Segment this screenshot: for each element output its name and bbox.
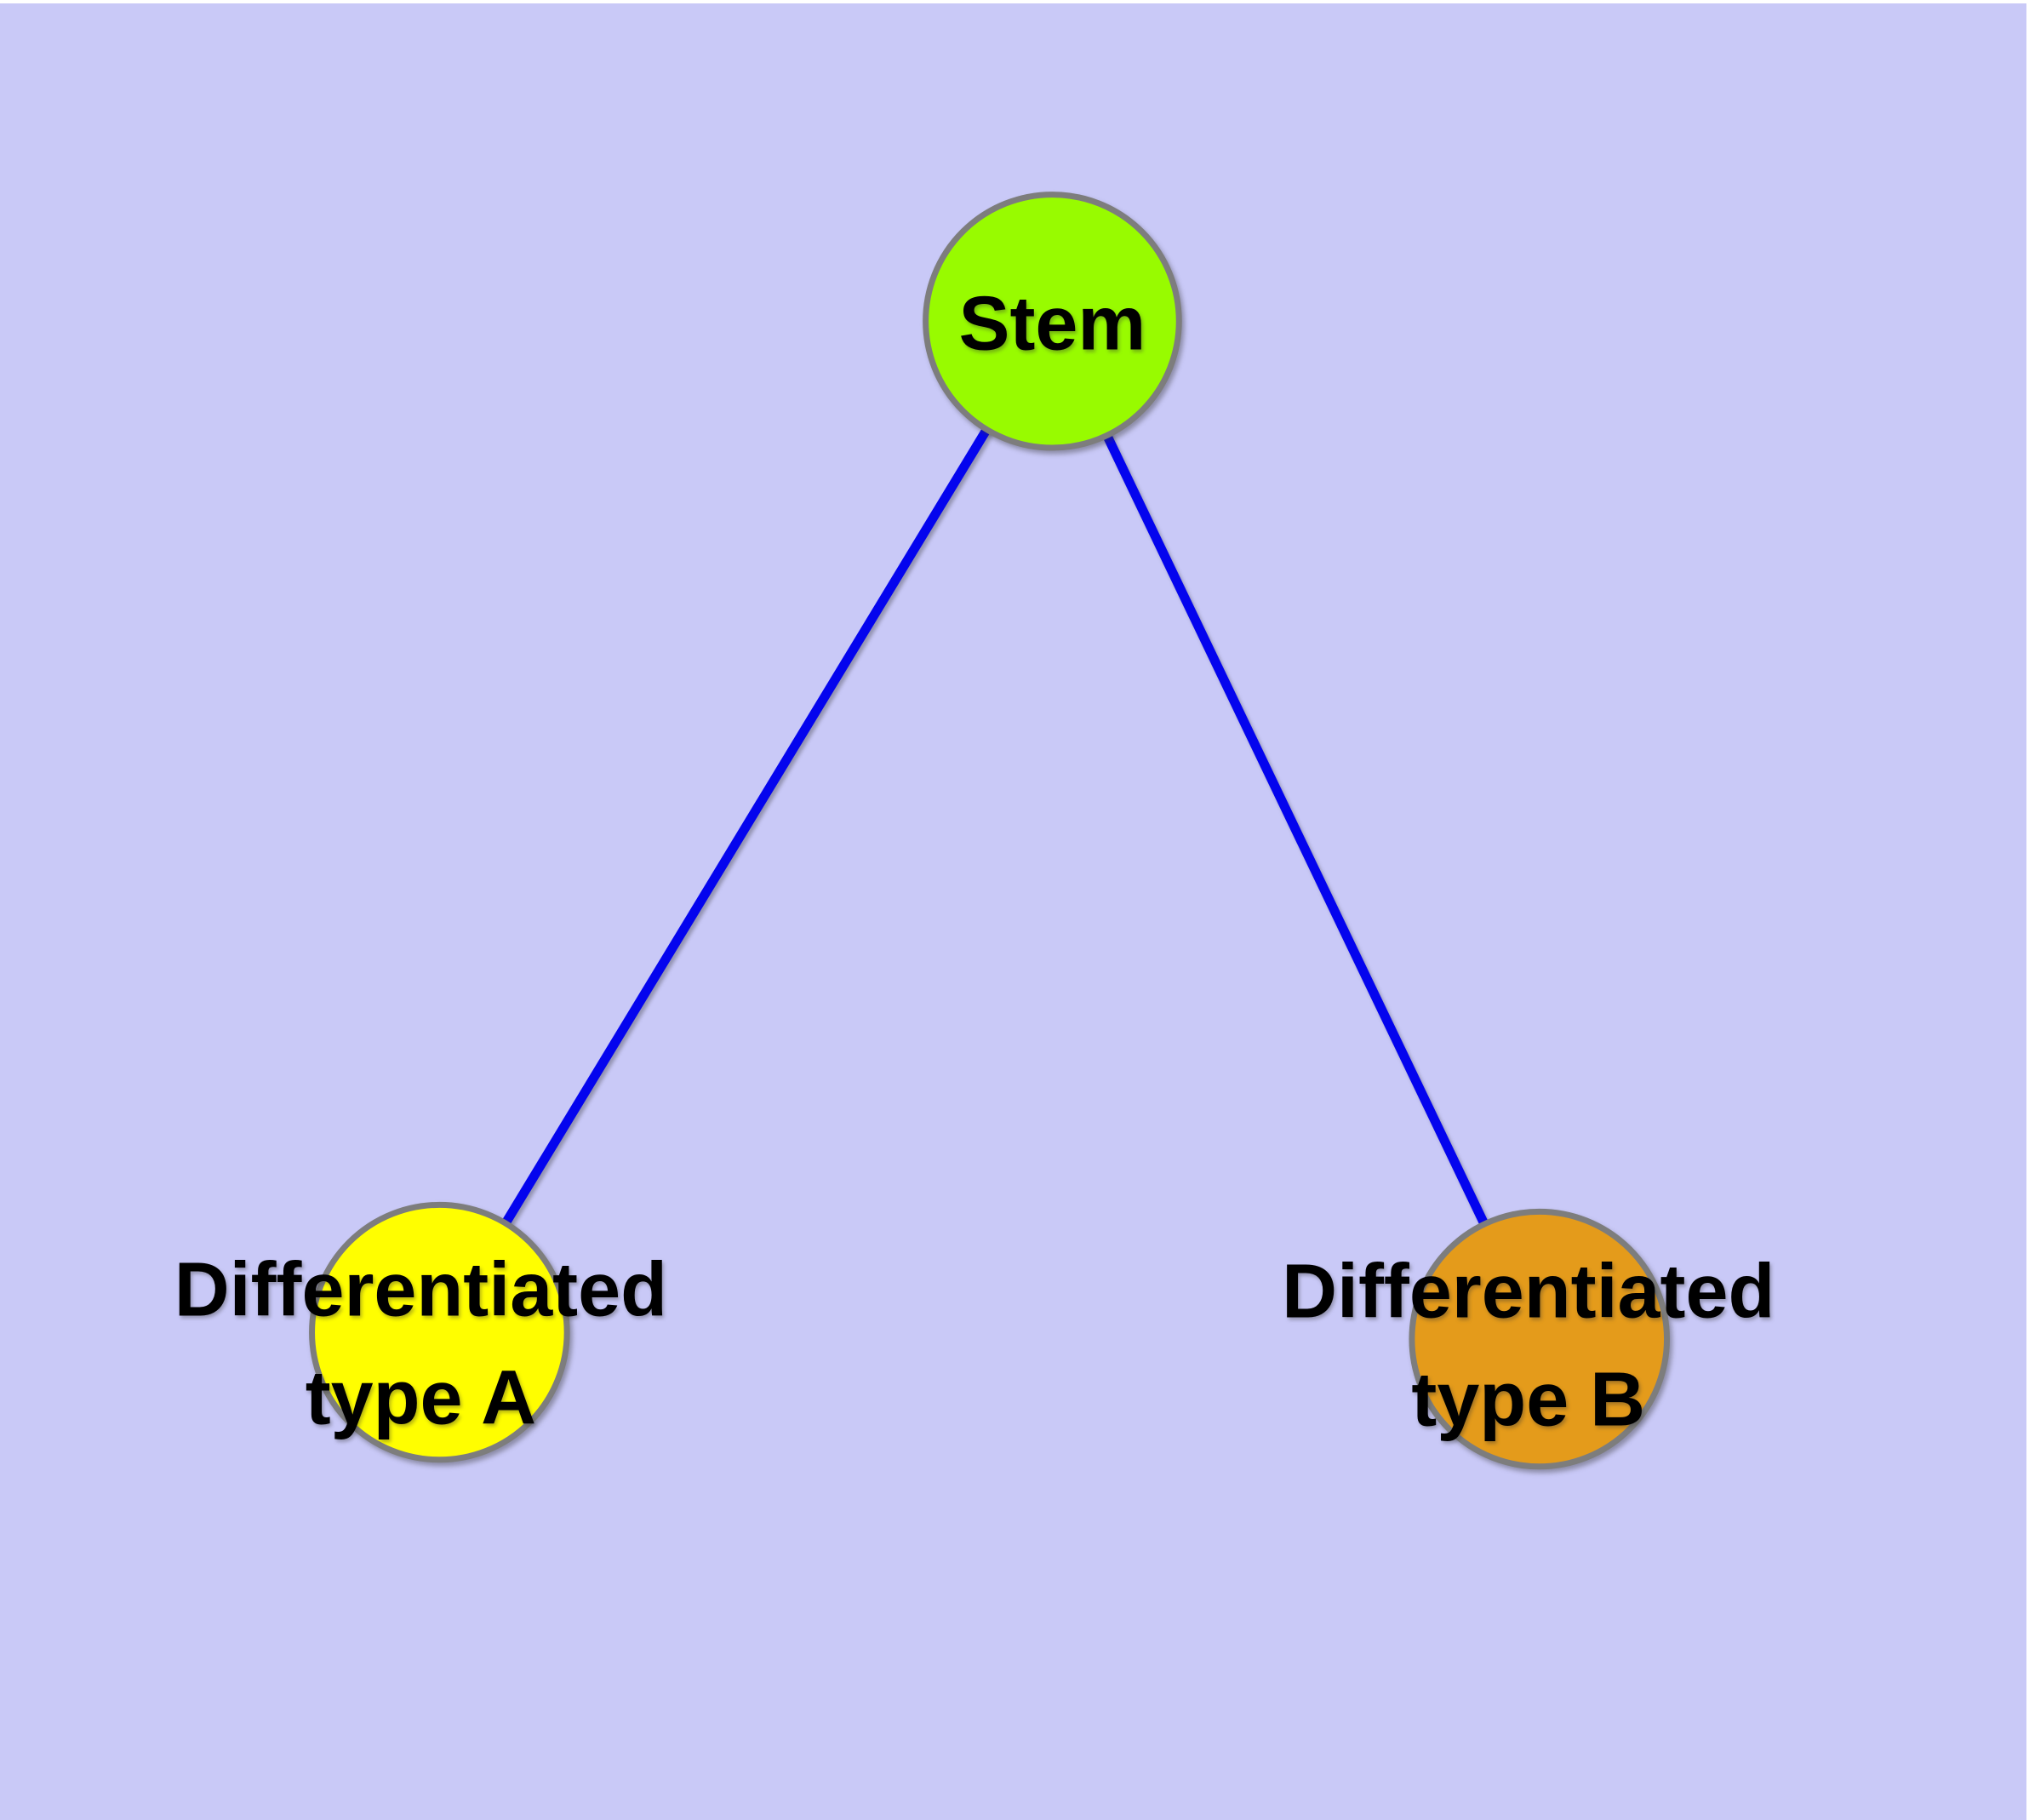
node-label-line: Differentiated [174,1248,667,1333]
node-diff-a [309,1201,570,1463]
node-label-line: type A [306,1355,536,1440]
edges-layer [435,318,1544,1342]
node-label-diff-a: Differentiated type A [174,1248,667,1441]
node-diff-b [1409,1208,1671,1470]
node-label-diff-b: Differentiated type B [1282,1250,1775,1443]
node-label-line: Differentiated [1282,1250,1775,1335]
nodes-layer [309,192,1671,1470]
edge-stem-diff-b [1048,318,1544,1342]
edge-stem-diff-a [435,318,1057,1335]
node-label-stem: Stem [959,281,1146,366]
node-stem [923,192,1182,451]
node-label-line: type B [1411,1357,1645,1442]
node-label-line: Stem [959,281,1146,366]
